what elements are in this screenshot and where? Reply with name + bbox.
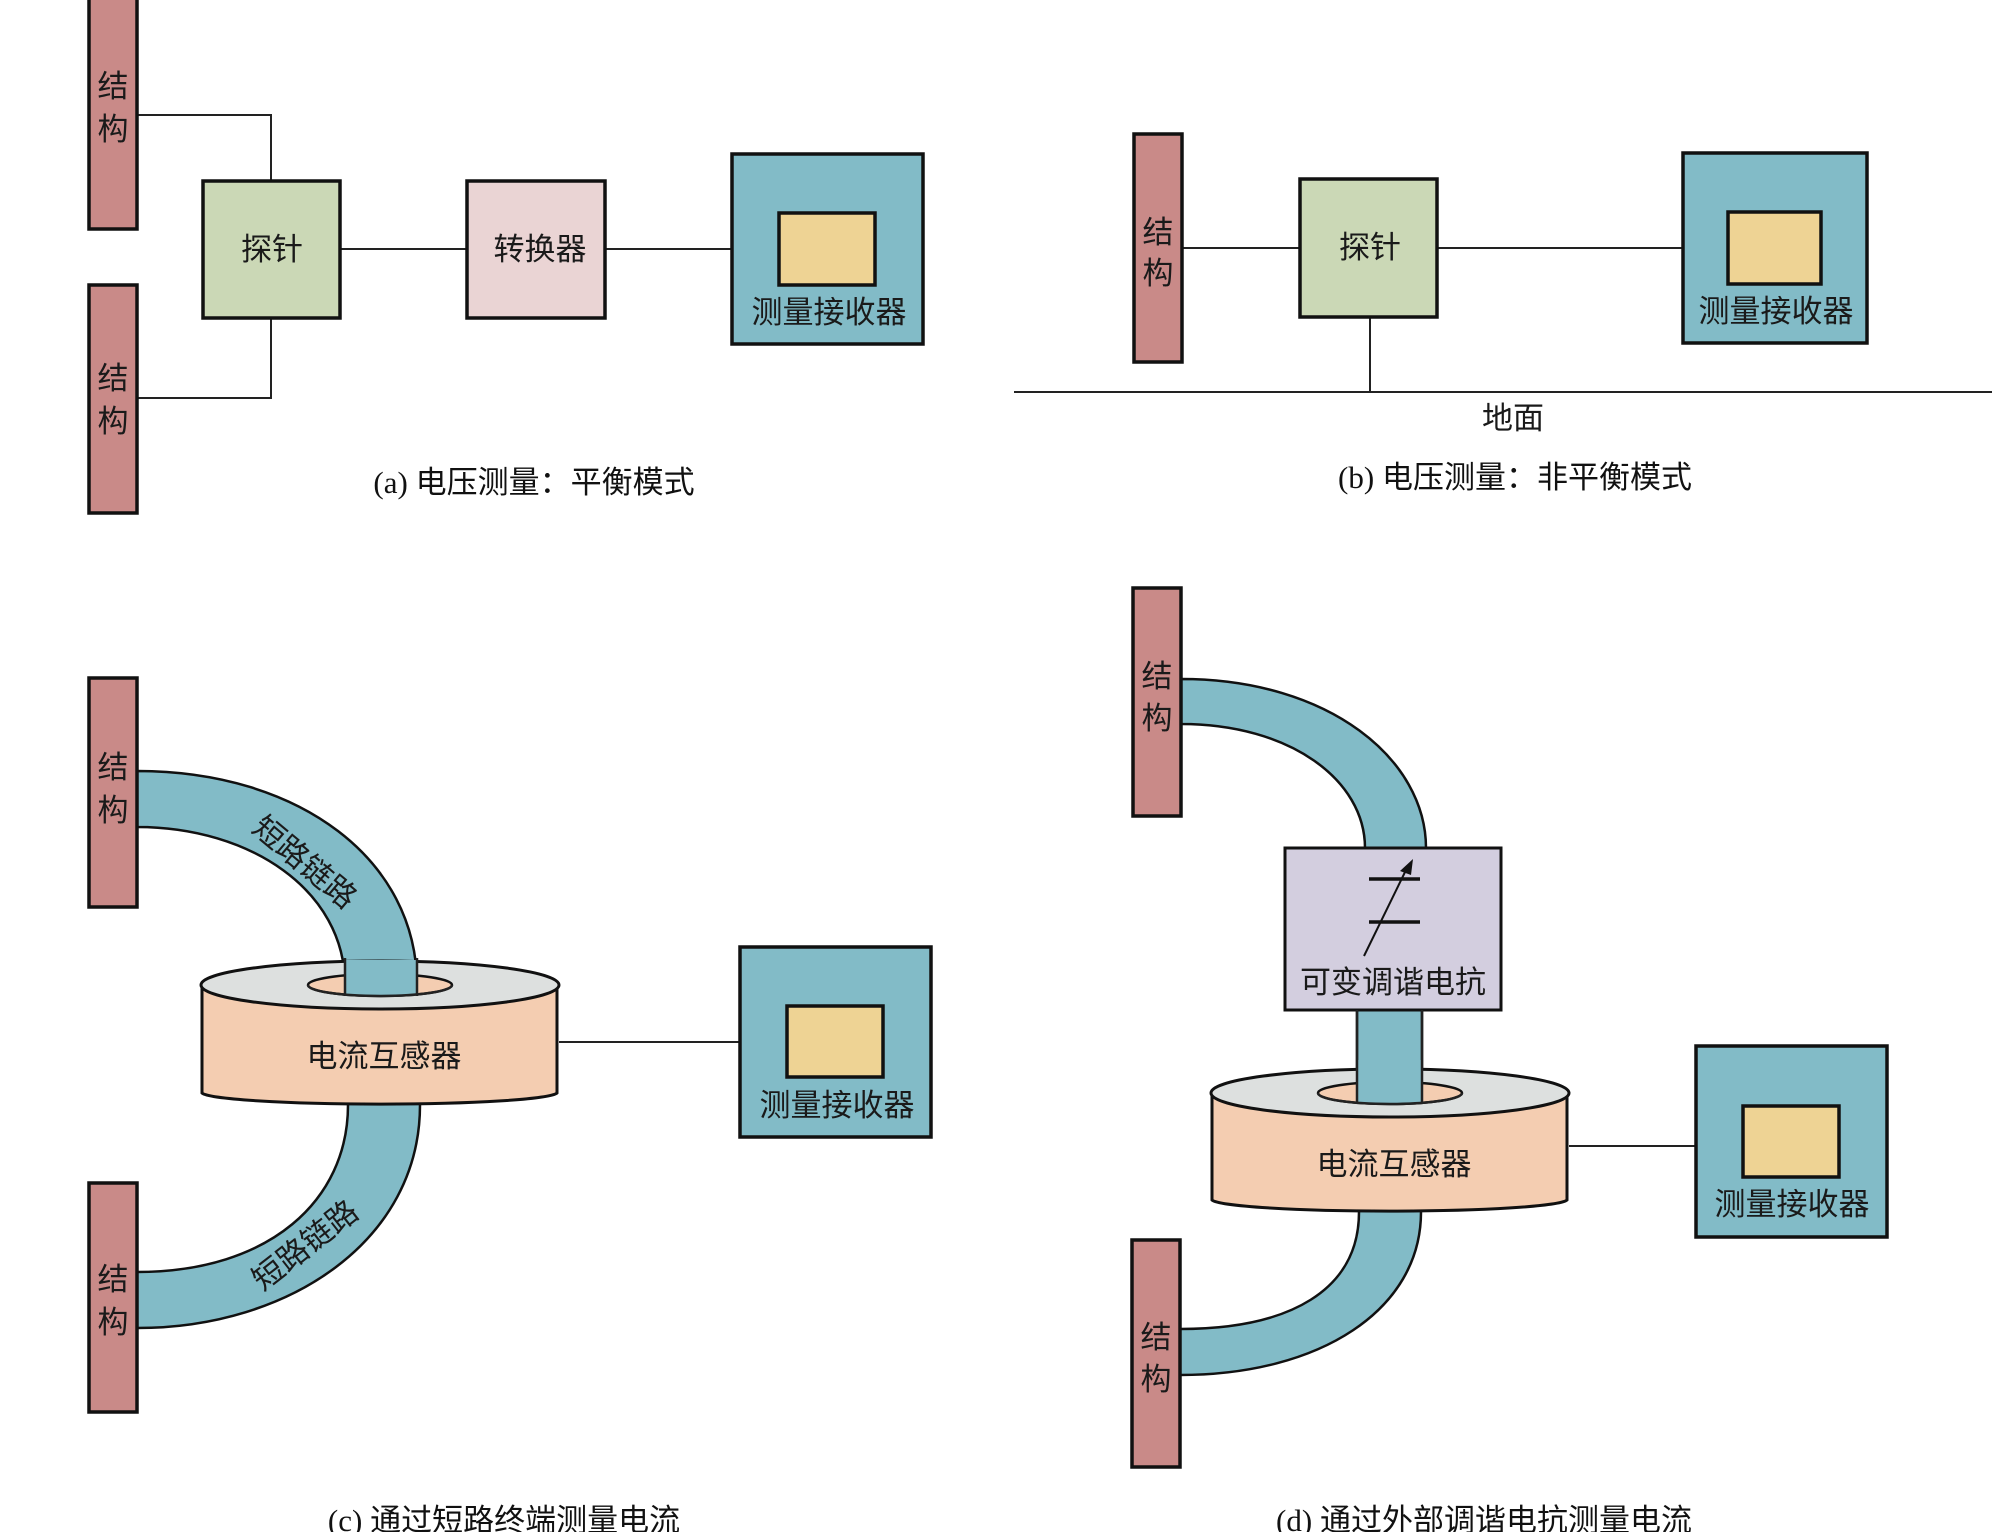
arrow-head-icon xyxy=(1400,859,1413,875)
short-link-through-hole xyxy=(345,960,417,996)
structure-label-char2: 构 xyxy=(1141,1362,1172,1398)
panel-c-caption: (c) 通过短路终端测量电流 xyxy=(328,1503,680,1532)
tuned-link-top xyxy=(1179,677,1428,850)
structure-label-char2: 构 xyxy=(1143,256,1174,292)
variable-reactance-box: 可变调谐电抗 xyxy=(1283,846,1503,1012)
variable-arrow-icon xyxy=(1363,867,1408,957)
structure-label-char2: 构 xyxy=(98,404,129,440)
structure: 结 构 xyxy=(1132,132,1184,364)
probe-box: 探针 xyxy=(1298,177,1439,319)
receiver-screen-icon xyxy=(1741,1104,1841,1179)
measurement-receiver: 测量接收器 xyxy=(1694,1044,1889,1239)
structure-bar xyxy=(87,0,139,231)
converter-rect xyxy=(465,179,607,320)
panel-c: 短路链路 短路链路 电流互感器 结 构 结 构 xyxy=(87,676,933,1532)
receiver-screen-icon xyxy=(777,211,877,287)
structure-bottom: 结 构 xyxy=(1130,1238,1182,1469)
measurement-receiver: 测量接收器 xyxy=(738,945,933,1139)
probe-rect xyxy=(201,179,342,320)
receiver-label: 测量接收器 xyxy=(752,295,907,331)
structure-label-char2: 构 xyxy=(98,112,129,148)
reactance-label: 可变调谐电抗 xyxy=(1300,965,1486,1001)
probe-label: 探针 xyxy=(1339,230,1401,266)
structure-bar xyxy=(87,283,139,515)
short-link-top xyxy=(135,769,419,987)
probe-rect xyxy=(1298,177,1439,319)
structure-bar xyxy=(1131,586,1183,818)
structure-bottom: 结 构 xyxy=(87,283,139,515)
ct-body xyxy=(1210,1091,1569,1213)
receiver-screen-icon xyxy=(1726,210,1823,286)
short-link-bottom xyxy=(135,1093,422,1330)
structure-bar xyxy=(87,676,139,909)
structure-top: 结 构 xyxy=(87,0,139,231)
wire-structure-top-to-probe xyxy=(137,114,272,181)
probe-box: 探针 xyxy=(201,179,342,320)
ct-body xyxy=(200,983,559,1106)
structure-label-char1: 结 xyxy=(98,361,129,397)
receiver-screen-icon xyxy=(785,1004,885,1079)
panel-a: 结 构 结 构 探针 转换器 测量接收器 (a) 电压测量：平衡模式 xyxy=(87,0,925,515)
receiver-label: 测量接收器 xyxy=(1715,1187,1870,1223)
structure-label-char2: 构 xyxy=(98,793,129,829)
structure-bottom: 结 构 xyxy=(87,1181,139,1414)
receiver-label: 测量接收器 xyxy=(760,1088,915,1124)
structure-bar xyxy=(1132,132,1184,364)
structure-label-char1: 结 xyxy=(98,1262,129,1298)
receiver-label: 测量接收器 xyxy=(1699,294,1854,330)
structure-label-char2: 构 xyxy=(1142,701,1173,737)
current-transformer: 电流互感器 xyxy=(199,958,561,1106)
structure-label-char2: 构 xyxy=(98,1305,129,1341)
panel-d-caption: (d) 通过外部调谐电抗测量电流 xyxy=(1276,1503,1692,1532)
structure-label-char1: 结 xyxy=(1142,659,1173,695)
tuned-link-bottom xyxy=(1178,1198,1423,1377)
hole-front-edge xyxy=(306,984,454,998)
ground-label: 地面 xyxy=(1482,401,1544,437)
current-transformer: 电流互感器 xyxy=(1209,1010,1571,1213)
tuned-link-through-hole xyxy=(1357,1060,1422,1104)
converter-label: 转换器 xyxy=(494,232,587,268)
structure-bar xyxy=(87,1181,139,1414)
structure-top: 结 构 xyxy=(87,676,139,909)
converter-box: 转换器 xyxy=(465,179,607,320)
probe-label: 探针 xyxy=(241,232,303,268)
panel-b: 结 构 探针 测量接收器 地面 (b) 电压测量：非平衡模式 xyxy=(1014,132,1992,495)
structure-label-char1: 结 xyxy=(1143,215,1174,251)
structure-top: 结 构 xyxy=(1131,586,1183,818)
panel-b-caption: (b) 电压测量：非平衡模式 xyxy=(1338,460,1692,495)
reactance-rect xyxy=(1283,846,1503,1012)
structure-label-char1: 结 xyxy=(98,69,129,105)
measurement-receiver: 测量接收器 xyxy=(730,152,925,346)
panel-a-caption: (a) 电压测量：平衡模式 xyxy=(373,465,694,500)
ct-label: 电流互感器 xyxy=(307,1039,462,1075)
structure-label-char1: 结 xyxy=(98,750,129,786)
hole-front-edge xyxy=(1316,1092,1464,1106)
measurement-receiver: 测量接收器 xyxy=(1681,151,1869,345)
wire-structure-bottom-to-probe xyxy=(137,318,272,399)
structure-bar xyxy=(1130,1238,1182,1469)
panel-d: 可变调谐电抗 电流互感器 结 构 结 构 测量接收器 (d) xyxy=(1130,586,1889,1532)
structure-label-char1: 结 xyxy=(1141,1320,1172,1356)
ct-label: 电流互感器 xyxy=(1317,1147,1472,1183)
